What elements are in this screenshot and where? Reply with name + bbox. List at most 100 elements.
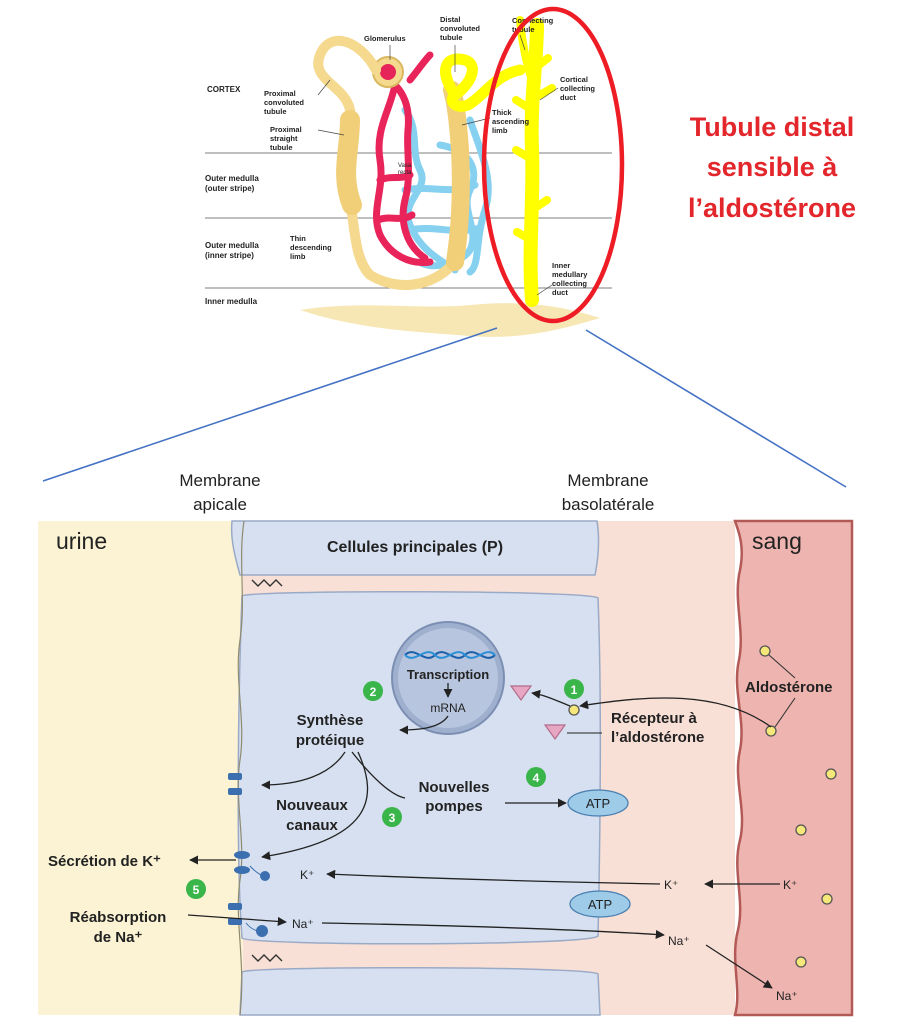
label-tdl-3: limb [290, 252, 306, 261]
k-cell-arrow [326, 869, 661, 885]
channel-icon [256, 925, 268, 937]
channel-tail [245, 922, 259, 932]
secretion-channel-arrow [261, 751, 369, 861]
dna-helix-icon [404, 651, 496, 659]
label-pst-1: Proximal [270, 125, 302, 134]
label-pct-3: tubule [264, 107, 287, 116]
transcription-label: Transcription [407, 667, 489, 682]
blood-label: sang [752, 528, 802, 554]
blood-compartment [733, 519, 854, 1017]
step-badge-3: 3 [382, 807, 402, 827]
step-badge-5: 5 [186, 879, 206, 899]
label-ct-2: tubule [512, 25, 535, 34]
structure-labels: Proximal convoluted tubule Proximal stra… [264, 15, 595, 297]
urine-compartment [38, 521, 243, 1015]
channels-label-2: canaux [286, 817, 338, 834]
aldosterone-dot [765, 725, 777, 737]
atp-label-2: ATP [588, 897, 612, 912]
label-tal-3: limb [492, 126, 508, 135]
step-badge-4: 4 [526, 767, 546, 787]
step-badge-1: 1 [564, 679, 584, 699]
channel-icon [228, 918, 242, 925]
na-cell-arrow [321, 922, 665, 939]
label-tal-1: Thick [492, 108, 512, 117]
label-imcd-3: collecting [552, 279, 587, 288]
upper-cell [230, 520, 600, 576]
na-blood-arrow [705, 944, 773, 989]
basolateral-label-1: Membrane [567, 471, 648, 490]
basolateral-label-2: basolatérale [562, 495, 655, 514]
step-1-text: 1 [571, 683, 578, 697]
receptor-icon [543, 724, 567, 741]
vasa-recta-arterial [373, 51, 434, 267]
label-pct-1: Proximal [264, 89, 296, 98]
na-ion-cell: Na⁺ [292, 917, 314, 931]
atp-pump-basolateral [569, 890, 631, 918]
aldosterone-dot [795, 824, 807, 836]
na-ion-interstitial: Na⁺ [668, 934, 690, 948]
zoom-line-right [585, 329, 847, 488]
apical-channels [228, 773, 270, 937]
distal-convoluted-tubule [440, 53, 526, 112]
label-outer-medulla-inner-1: Outer medulla [205, 241, 259, 250]
cell-title: Cellules principales (P) [327, 539, 503, 556]
label-tdl-1: Thin [290, 234, 306, 243]
receptor-icon [509, 685, 533, 702]
synthesis-label-2: protéique [296, 732, 364, 749]
aldosterone-label: Aldostérone [745, 679, 833, 696]
atp-pump-new [567, 789, 629, 817]
label-vasa-1: Vasa [398, 163, 412, 169]
nephron-diagram: CORTEX Outer medulla (outer stripe) Oute… [205, 6, 625, 337]
channel-icon [234, 866, 250, 874]
k-secretion-label: Sécrétion de K⁺ [48, 853, 161, 870]
bound-aldosterone-dot [568, 704, 580, 716]
aldosterone-entry-arrow [579, 697, 772, 728]
aldosterone-dot [795, 956, 807, 968]
label-ccd-1: Cortical [560, 75, 588, 84]
label-dct-2: convoluted [440, 24, 480, 33]
atp-label-1: ATP [586, 796, 610, 811]
k-ion-cell: K⁺ [300, 868, 314, 882]
channels-arrow [261, 751, 346, 790]
papilla-base [300, 303, 600, 337]
label-pst-3: tubule [270, 143, 293, 152]
label-outer-medulla-inner-2: (inner stripe) [205, 251, 254, 260]
step-4-text: 4 [533, 771, 540, 785]
label-glomerulus: Glomerulus [364, 34, 406, 43]
proximal-straight-tubule [336, 110, 362, 215]
channel-icon [234, 851, 250, 859]
step-3-text: 3 [389, 811, 396, 825]
label-pst-2: straight [270, 134, 298, 143]
aldosterone-molecules [759, 645, 837, 968]
label-pct-2: convoluted [264, 98, 304, 107]
step-5-text: 5 [193, 883, 200, 897]
title-group: Tubule distal sensible à l’aldostérone [688, 112, 856, 223]
na-ion-blood: Na⁺ [776, 989, 798, 1003]
receptor-label-2: l’aldostérone [611, 729, 704, 746]
label-dct-3: tubule [440, 33, 463, 42]
synthesis-label-1: Synthèse [297, 712, 364, 729]
na-reabsorption-label-1: Réabsorption [70, 909, 167, 926]
title-line-3: l’aldostérone [688, 193, 856, 223]
receptor-label-1: Récepteur à [611, 710, 698, 727]
k-ion-interstitial: K⁺ [664, 878, 678, 892]
collecting-duct-branches [512, 54, 556, 244]
channel-tail [249, 865, 263, 877]
na-reabsorption-label-2: de Na⁺ [94, 929, 143, 946]
label-outer-medulla-outer-1: Outer medulla [205, 174, 259, 183]
label-imcd-2: medullary [552, 270, 588, 279]
channel-icon [228, 788, 242, 795]
cell-diagram: Transcription mRNA Cellules principales … [38, 519, 854, 1017]
title-line-2: sensible à [707, 152, 839, 182]
aldosterone-dot [759, 645, 771, 657]
glomerulus-tuft [380, 64, 396, 80]
na-entry-arrow [187, 914, 287, 926]
pumps-label-1: Nouvelles [419, 779, 490, 796]
apical-label-2: apicale [193, 495, 247, 514]
urine-label: urine [56, 528, 107, 554]
leader-lines [317, 34, 559, 296]
mrna-label: mRNA [430, 701, 465, 715]
mrna-arrow [399, 715, 449, 735]
tight-junction-top [251, 579, 283, 587]
principal-cell [237, 590, 602, 945]
